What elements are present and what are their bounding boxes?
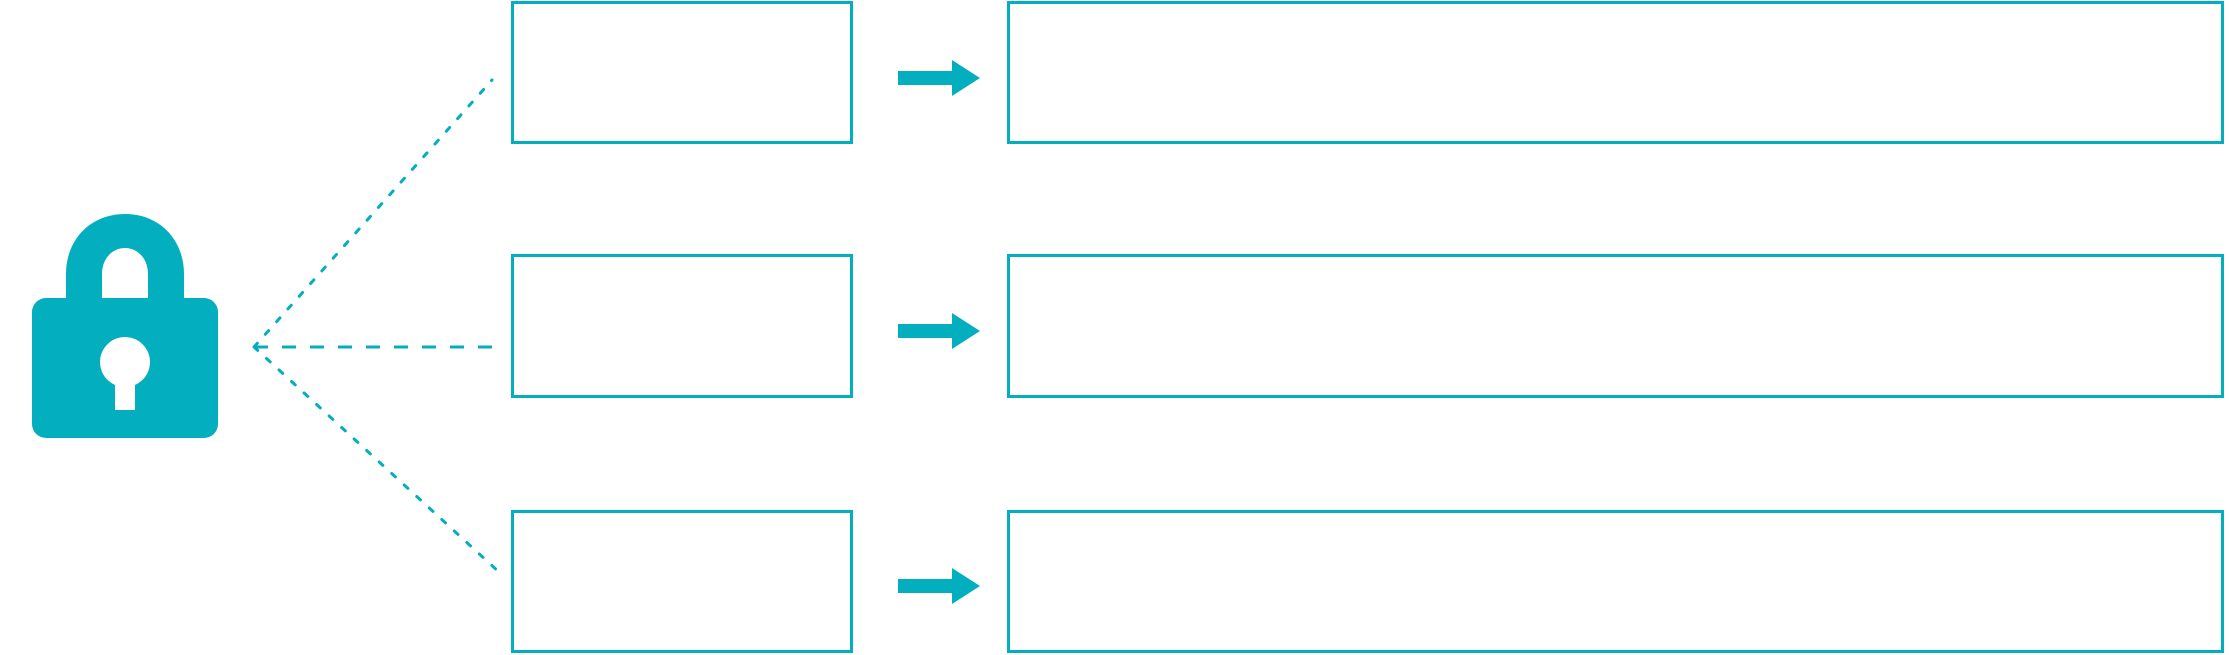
row-3-target-box[interactable] — [1007, 510, 2224, 653]
row-1-source-box[interactable] — [511, 1, 853, 144]
row-3-source-box[interactable] — [511, 510, 853, 653]
lock-icon — [30, 210, 220, 442]
row-1-target-box[interactable] — [1007, 1, 2224, 144]
row-3-arrow-right-icon — [898, 568, 980, 604]
connector-to-row-1 — [252, 78, 494, 349]
row-1-arrow-right-icon — [898, 60, 980, 96]
row-2-source-box[interactable] — [511, 254, 853, 398]
row-2-target-box[interactable] — [1007, 254, 2224, 398]
row-2-arrow-right-icon — [898, 313, 980, 349]
connector-to-row-3 — [252, 345, 502, 575]
